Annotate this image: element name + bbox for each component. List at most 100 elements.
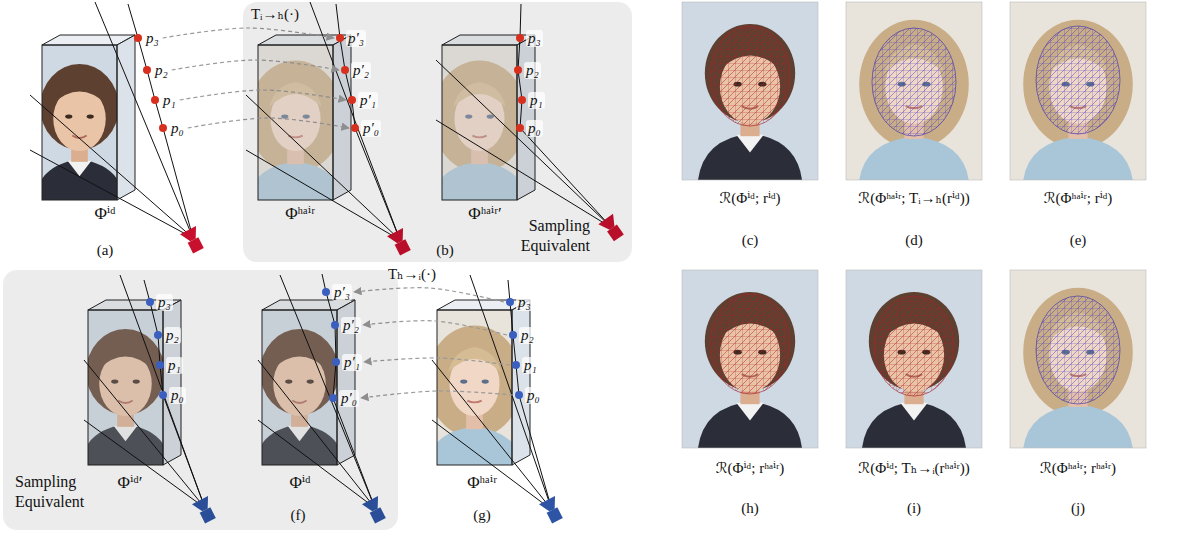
art-ellipse bbox=[710, 294, 790, 394]
art-use bbox=[682, 270, 819, 448]
art-svg bbox=[682, 2, 819, 180]
figure-label: (h) bbox=[741, 499, 759, 517]
art-path bbox=[508, 280, 552, 510]
art-ellipse bbox=[710, 26, 790, 126]
point-label: p₃ bbox=[144, 30, 161, 47]
point-label: p₂ bbox=[164, 327, 181, 344]
point-label: p₀ bbox=[525, 387, 542, 404]
point-label: p₃ bbox=[156, 294, 173, 311]
point-label: p′₀ bbox=[339, 390, 359, 407]
sample-point: p₂ bbox=[154, 327, 181, 344]
figure-label: (b) bbox=[436, 241, 454, 259]
point-label: p′₁ bbox=[358, 92, 378, 109]
point-label: p₀ bbox=[169, 120, 186, 137]
sample-point: p₀ bbox=[159, 120, 186, 137]
figure-label: ℛ(Φʰᵃⁱʳ; Tᵢ→ₕ(rⁱᵈ)) bbox=[858, 189, 970, 207]
art-ellipse bbox=[874, 296, 954, 396]
sample-dot bbox=[348, 96, 356, 104]
art-path bbox=[432, 360, 552, 510]
art-rect bbox=[682, 270, 818, 448]
figure-label: Φʰᵃⁱʳ bbox=[467, 473, 497, 493]
sample-dot bbox=[336, 34, 344, 42]
sample-dot bbox=[134, 34, 142, 42]
art-rect bbox=[1010, 2, 1146, 180]
figure-label: Tᵢ→ₕ(·) bbox=[251, 5, 299, 23]
sample-dot bbox=[341, 66, 349, 74]
figure-label: (g) bbox=[473, 506, 491, 524]
art-path bbox=[95, 2, 193, 238]
art-path bbox=[30, 150, 193, 238]
sample-dot bbox=[516, 34, 524, 42]
sample-point: p′₁ bbox=[332, 354, 362, 371]
art-svg bbox=[846, 2, 983, 180]
point-label: p′₃ bbox=[332, 284, 352, 301]
sample-point: p′₀ bbox=[329, 390, 359, 407]
figure-label: ℛ(Φⁱᵈ; rⁱᵈ) bbox=[719, 189, 780, 207]
sample-point: p₁ bbox=[156, 357, 183, 374]
art-use bbox=[1010, 270, 1147, 448]
sample-point: p₁ bbox=[151, 92, 178, 109]
sample-dot bbox=[146, 298, 154, 306]
art-svg bbox=[1010, 2, 1147, 180]
sample-point: p′₁ bbox=[348, 92, 378, 109]
sample-point: p₃ bbox=[146, 294, 173, 311]
art-svg bbox=[1010, 270, 1147, 448]
sample-dot bbox=[322, 288, 330, 296]
sample-point: p₃ bbox=[506, 294, 533, 311]
point-label: p′₃ bbox=[346, 30, 366, 47]
sample-point: p₁ bbox=[512, 357, 539, 374]
point-label: p₁ bbox=[528, 92, 545, 109]
point-label: p′₁ bbox=[342, 354, 362, 371]
sample-dot bbox=[151, 96, 159, 104]
sample-dot bbox=[509, 331, 517, 339]
figure-label: Tₕ→ᵢ(·) bbox=[388, 265, 436, 283]
figure-label: Φʰᵃⁱʳ bbox=[285, 204, 315, 224]
point-label: p₂ bbox=[519, 327, 536, 344]
cube-outline bbox=[437, 300, 530, 465]
sample-dot bbox=[159, 124, 167, 132]
sample-point: p₀ bbox=[515, 387, 542, 404]
group-panel: p₃p₂p₁p₀p′₃p′₂p′₁p′₀Sampling Equivalent bbox=[3, 270, 398, 530]
point-label: p₂ bbox=[524, 62, 541, 79]
figure-label: Φⁱᵈ bbox=[94, 204, 115, 224]
art-rect bbox=[1010, 270, 1146, 448]
sample-dot bbox=[514, 66, 522, 74]
art-use bbox=[180, 226, 206, 255]
art-path bbox=[128, 4, 193, 238]
art-svg bbox=[846, 270, 983, 448]
sample-dot bbox=[332, 358, 340, 366]
figure-label: (d) bbox=[905, 231, 923, 249]
figure-label: (e) bbox=[1070, 231, 1087, 249]
sample-dot bbox=[159, 391, 167, 399]
figure-label: ℛ(Φʰᵃⁱʳ; rʰᵃⁱʳ) bbox=[1040, 459, 1116, 477]
sample-dot bbox=[154, 331, 162, 339]
sample-dot bbox=[506, 298, 514, 306]
art-use bbox=[846, 270, 983, 448]
art-ellipse bbox=[1036, 296, 1120, 404]
sample-point: p′₃ bbox=[322, 284, 352, 301]
figure-label: ℛ(Φⁱᵈ; Tₕ→ᵢ(rʰᵃⁱʳ)) bbox=[858, 459, 970, 477]
sample-point: p₂ bbox=[509, 327, 536, 344]
point-label: p₁ bbox=[161, 92, 178, 109]
figure-label: ℛ(Φʰᵃⁱʳ; rⁱᵈ) bbox=[1044, 189, 1113, 207]
sample-point: p′₃ bbox=[336, 30, 366, 47]
figure-label: (c) bbox=[742, 231, 759, 249]
art-svg bbox=[682, 270, 819, 448]
art-path bbox=[30, 95, 193, 238]
point-label: p₁ bbox=[166, 357, 183, 374]
sample-point: p₀ bbox=[159, 387, 186, 404]
art-path bbox=[432, 420, 552, 510]
art-use bbox=[846, 2, 983, 180]
sample-dot bbox=[516, 124, 524, 132]
art-ellipse bbox=[1036, 26, 1120, 134]
point-label: p′₀ bbox=[361, 120, 381, 137]
figure-label: ℛ(Φⁱᵈ; rʰᵃⁱʳ) bbox=[716, 459, 785, 477]
point-label: p₁ bbox=[522, 357, 539, 374]
point-label: p₂ bbox=[153, 62, 170, 79]
sample-dot bbox=[329, 394, 337, 402]
sample-dot bbox=[156, 361, 164, 369]
figure-label: Φⁱᵈ′ bbox=[118, 473, 143, 493]
sample-dot bbox=[518, 96, 526, 104]
figure-label: (i) bbox=[907, 499, 921, 517]
